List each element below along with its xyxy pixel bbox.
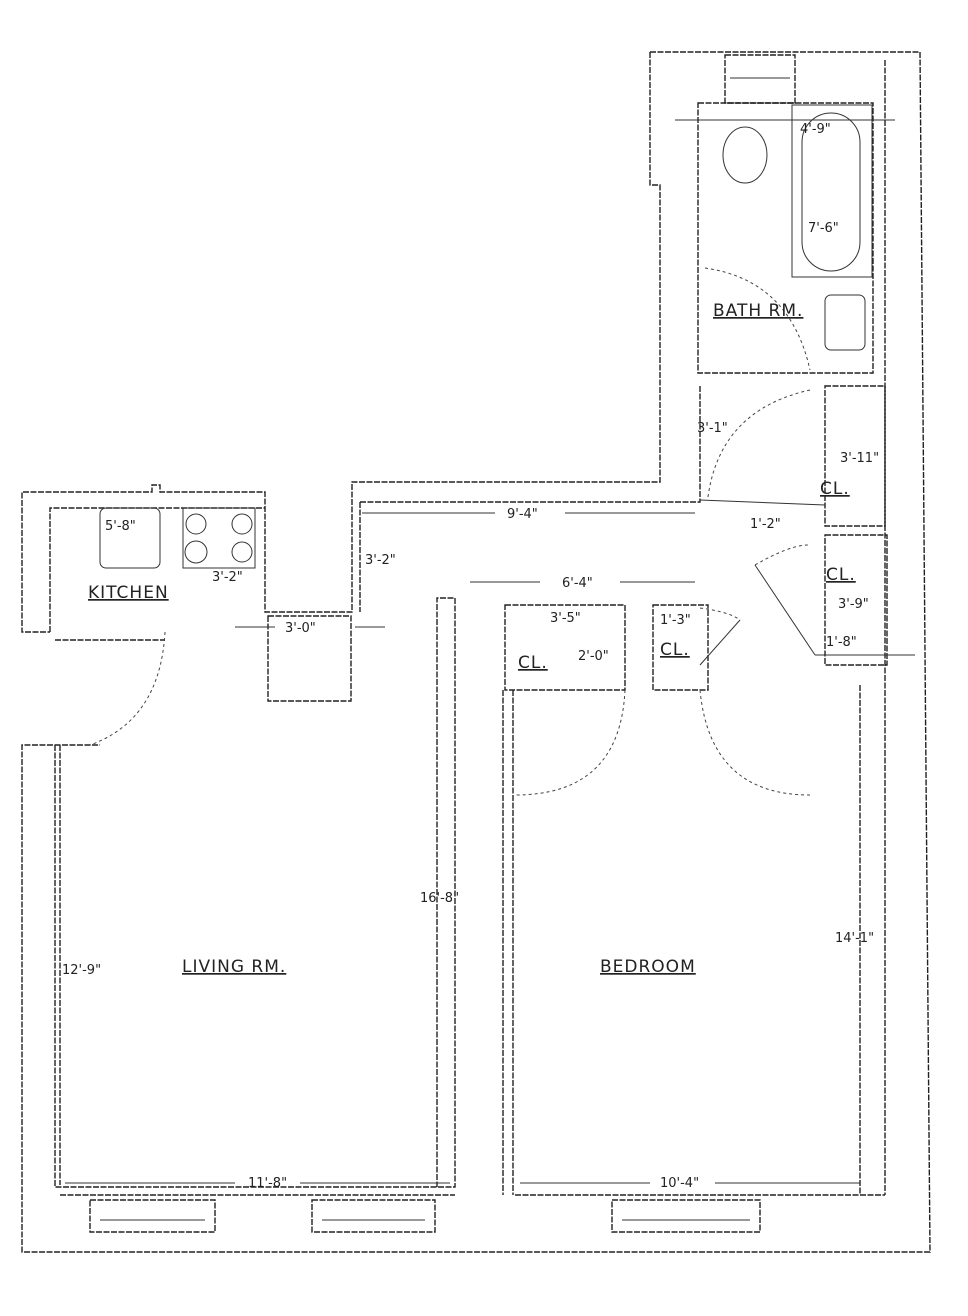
bedroom-closets	[504, 604, 811, 796]
dim-bed-closet-right-width: 1'-3"	[660, 613, 691, 628]
room-label-closet-bath: CL.	[820, 479, 850, 499]
bathroom	[675, 54, 895, 374]
room-label-closet-hall: CL.	[826, 565, 856, 585]
room-label-closet-bed-right: CL.	[660, 640, 690, 660]
dim-hall-gap: 1'-2"	[750, 517, 781, 532]
dim-closet-bath-len: 3'-11"	[840, 451, 879, 466]
hall-closets	[699, 385, 888, 666]
dim-hall-door: 3'-1"	[697, 421, 728, 436]
dim-entry-depth: 3'-2"	[365, 553, 396, 568]
room-label-bedroom: BEDROOM	[600, 957, 696, 977]
dim-tub-width: 4'-9"	[800, 122, 831, 137]
dimension-lines	[65, 512, 915, 1184]
dim-hall-length: 9'-4"	[507, 507, 538, 522]
dim-closet-hall-len: 3'-9"	[838, 597, 869, 612]
room-label-living: LIVING RM.	[182, 957, 286, 977]
sink-icon	[824, 294, 866, 351]
toilet-icon	[722, 126, 768, 184]
windows	[89, 1199, 761, 1233]
dim-kitchen-counter: 5'-8"	[105, 519, 136, 534]
dim-living-bottom: 11'-8"	[248, 1176, 287, 1191]
dim-bed-closets-width: 6'-4"	[562, 576, 593, 591]
dim-bed-closet-left-width: 3'-5"	[550, 611, 581, 626]
outer-walls	[21, 51, 931, 1253]
dim-bedroom-width: 10'-4"	[660, 1176, 699, 1191]
dim-bed-closet-depth: 2'-0"	[578, 649, 609, 664]
room-label-closet-bed-left: CL.	[518, 653, 548, 673]
dim-tub-length: 7'-6"	[808, 221, 839, 236]
bath-door-swing	[704, 267, 811, 371]
stove-icon	[182, 507, 256, 569]
dim-kitchen-passage: 3'-2"	[212, 570, 243, 585]
dim-entry-width: 3'-0"	[285, 621, 316, 636]
room-label-bath: BATH RM.	[713, 301, 803, 321]
dim-living-width: 12'-9"	[62, 963, 101, 978]
dim-bedroom-length: 14'-1"	[835, 931, 874, 946]
dim-closet-hall-depth: 1'-8"	[826, 635, 857, 650]
kitchen	[89, 507, 352, 746]
dim-living-length: 16'-8"	[420, 891, 459, 906]
room-label-kitchen: KITCHEN	[88, 583, 169, 603]
